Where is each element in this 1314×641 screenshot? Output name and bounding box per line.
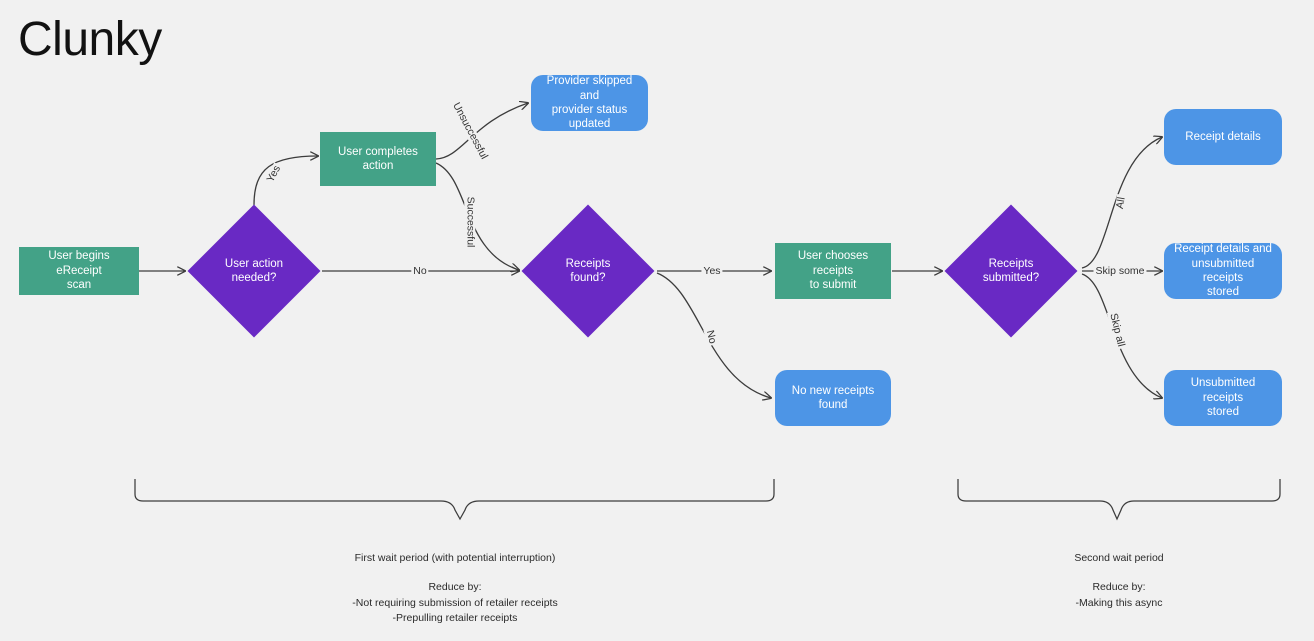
page-title: Clunky: [18, 13, 162, 66]
edge-successful-to-receipts-found: [435, 162, 519, 270]
edge-label-skip-all: Skip all: [1107, 310, 1128, 350]
node-provider-skipped-label: Provider skipped and provider status upd…: [546, 75, 633, 131]
node-user-action-needed[interactable]: User action needed?: [187, 204, 321, 338]
annotation-second-wait-heading: Second wait period: [1074, 552, 1164, 565]
node-receipts-submitted[interactable]: Receipts submitted?: [944, 204, 1078, 338]
annotation-second-wait-period: Second wait period Reduce by: -Making th…: [958, 536, 1280, 626]
node-provider-skipped[interactable]: Provider skipped and provider status upd…: [531, 75, 648, 131]
annotation-first-wait-heading: First wait period (with potential interr…: [354, 552, 556, 565]
node-user-completes-action-label: User completes action: [338, 145, 418, 172]
node-no-new-receipts[interactable]: No new receipts found: [775, 370, 891, 426]
annotation-first-wait-body: Reduce by: -Not requiring submission of …: [352, 581, 558, 624]
annotation-first-wait-period: First wait period (with potential interr…: [135, 536, 775, 641]
node-receipts-found-label: Receipts found?: [565, 257, 611, 284]
brace-first-wait-period: [134, 479, 775, 521]
node-details-and-unsubmitted[interactable]: Receipt details and unsubmitted receipts…: [1164, 243, 1282, 299]
edge-label-successful: Successful: [464, 194, 477, 250]
node-choose-receipts-label: User chooses receipts to submit: [797, 250, 869, 292]
edge-label-all: All: [1113, 194, 1128, 212]
edge-label-no-user-action: No: [411, 264, 429, 277]
edge-label-skip-some: Skip some: [1093, 264, 1147, 277]
node-receipts-submitted-label: Receipts submitted?: [982, 257, 1040, 284]
node-user-action-needed-label: User action needed?: [224, 257, 284, 284]
node-user-completes-action[interactable]: User completes action: [320, 132, 436, 186]
node-choose-receipts[interactable]: User chooses receipts to submit: [775, 243, 891, 299]
node-no-new-receipts-label: No new receipts found: [791, 384, 875, 411]
node-details-and-unsubmitted-label: Receipt details and unsubmitted receipts…: [1174, 243, 1272, 299]
brace-second-wait-period: [957, 479, 1281, 521]
edge-label-yes-receipts-found: Yes: [701, 264, 723, 277]
flowchart-canvas: Clunky: [18, 13, 1282, 626]
node-receipt-details-label: Receipt details: [1185, 130, 1261, 143]
edge-label-no-receipts-found: No: [703, 327, 719, 347]
node-start-scan-label: User begins eReceipt scan: [48, 250, 110, 292]
node-unsubmitted-stored-label: Unsubmitted receipts stored: [1190, 377, 1256, 419]
node-start-scan[interactable]: User begins eReceipt scan: [19, 247, 139, 295]
node-receipts-found[interactable]: Receipts found?: [521, 204, 655, 338]
edge-label-unsuccessful: Unsuccessful: [449, 99, 491, 163]
node-unsubmitted-stored[interactable]: Unsubmitted receipts stored: [1164, 370, 1282, 426]
node-receipt-details[interactable]: Receipt details: [1164, 109, 1282, 165]
edge-label-yes-user-action: Yes: [264, 162, 284, 186]
annotation-second-wait-body: Reduce by: -Making this async: [1075, 581, 1163, 609]
